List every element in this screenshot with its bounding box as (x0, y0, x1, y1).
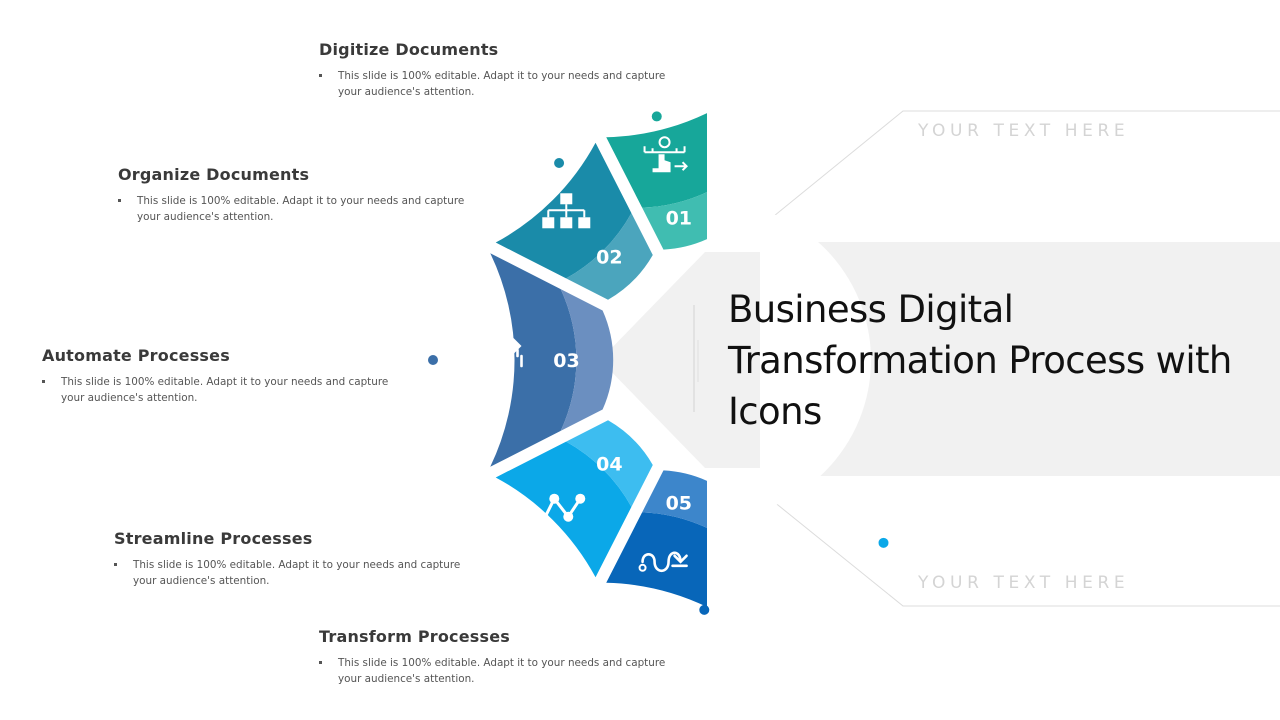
step-number: 02 (596, 246, 622, 268)
connector-dot (699, 604, 710, 615)
segment-inner-band (642, 192, 707, 250)
step-title: Streamline Processes (114, 529, 313, 548)
bullet (118, 199, 121, 202)
connector-dot (428, 355, 438, 365)
placeholder-text-bottom: YOUR TEXT HERE (918, 573, 1130, 593)
connector-dot (554, 158, 565, 168)
step-5-text: Transform Processes This slide is 100% e… (319, 627, 683, 687)
step-4-text: Streamline Processes This slide is 100% … (114, 529, 478, 589)
step-1-text: Digitize Documents This slide is 100% ed… (319, 40, 683, 100)
description-text: This slide is 100% editable. Adapt it to… (338, 70, 666, 98)
connector-dot (878, 537, 889, 548)
step-description: This slide is 100% editable. Adapt it to… (319, 655, 683, 687)
step-description: This slide is 100% editable. Adapt it to… (118, 193, 482, 225)
step-5-segment: 05 (606, 470, 710, 615)
backdrop-layer (555, 110, 1280, 607)
segment-inner-band (566, 420, 653, 507)
segment-inner-band (566, 213, 653, 300)
segment-inner-band (642, 470, 707, 528)
segment-outer-band (606, 113, 707, 208)
digitize-touch-icon (643, 136, 688, 173)
placeholder-text-top: YOUR TEXT HERE (918, 121, 1130, 141)
step-number: 01 (666, 208, 692, 230)
main-title: Business Digital Transformation Process … (728, 288, 1232, 433)
outline-frame (741, 110, 1280, 607)
step-title: Organize Documents (118, 165, 310, 184)
step-title: Digitize Documents (319, 40, 499, 59)
description-text: This slide is 100% editable. Adapt it to… (61, 376, 389, 404)
step-3-text: Automate Processes This slide is 100% ed… (42, 346, 406, 406)
description-text: This slide is 100% editable. Adapt it to… (338, 657, 666, 685)
step-2-text: Organize Documents This slide is 100% ed… (118, 165, 482, 225)
description-text: This slide is 100% editable. Adapt it to… (137, 195, 465, 223)
description-text: This slide is 100% editable. Adapt it to… (133, 559, 461, 587)
wavy-arrow-icon (638, 551, 688, 573)
segment-inner-band (560, 289, 614, 431)
step-description: This slide is 100% editable. Adapt it to… (319, 68, 683, 100)
step-2-segment: 02 (495, 142, 653, 300)
segment-outer-band (606, 512, 707, 607)
pointer-shape (600, 252, 760, 468)
segments-layer: 01 02 03 04 05 (428, 111, 889, 615)
bullet (319, 661, 322, 664)
step-number: 04 (596, 454, 622, 476)
step-number: 03 (553, 350, 579, 372)
cycle-arrows-icon (488, 338, 523, 382)
step-1-segment: 01 (606, 111, 707, 250)
connector-dot (651, 111, 662, 122)
step-title: Automate Processes (42, 346, 230, 365)
bullet (114, 563, 117, 566)
bullet (42, 380, 45, 383)
bullet (319, 74, 322, 77)
segment-outer-band (490, 253, 577, 467)
step-number: 05 (666, 492, 692, 514)
step-3-segment: 03 (428, 253, 614, 467)
step-description: This slide is 100% editable. Adapt it to… (114, 557, 478, 589)
step-title: Transform Processes (319, 627, 511, 646)
zigzag-line-icon (539, 493, 586, 524)
step-4-segment: 04 (495, 420, 889, 578)
step-description: This slide is 100% editable. Adapt it to… (42, 374, 406, 406)
hierarchy-icon (542, 193, 591, 229)
